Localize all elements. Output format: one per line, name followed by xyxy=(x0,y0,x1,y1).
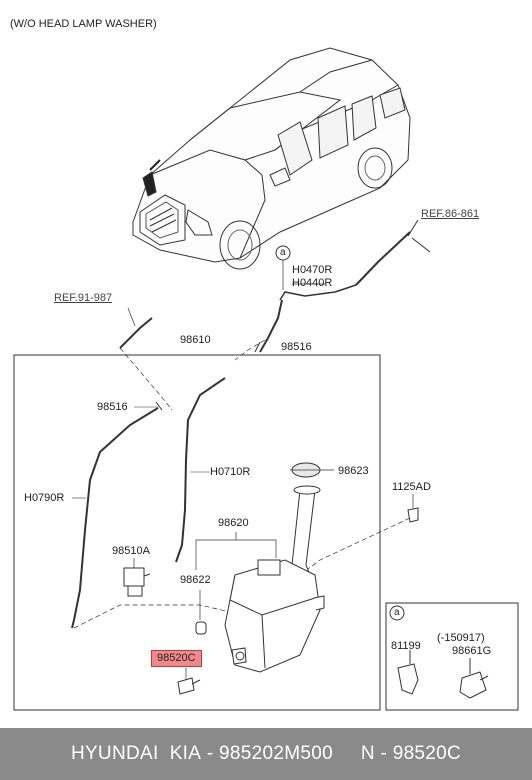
part-1125ad-label: 1125AD xyxy=(392,481,431,493)
right-hose-routing xyxy=(259,219,431,353)
part-h0710r-label: H0710R xyxy=(210,466,251,478)
footer-part-code: 98520C xyxy=(392,743,462,764)
leader-lines xyxy=(133,469,414,680)
footer-oem-number: 985202M500 xyxy=(219,743,333,764)
pump-98510a-drawing xyxy=(123,567,151,597)
inset-part-98661g-label: 98661G xyxy=(452,645,492,657)
inset-callout-label: a xyxy=(394,607,400,618)
footer-spacer xyxy=(333,743,361,765)
footer-n-label: N xyxy=(360,743,375,764)
footer-brand: HYUNDAI KIA xyxy=(70,743,202,764)
footer-separator-2: - xyxy=(374,743,393,764)
inset-frame xyxy=(385,602,519,711)
vehicle-illustration xyxy=(132,47,411,270)
washer-hoses xyxy=(71,377,411,629)
reservoir-drawing xyxy=(224,462,325,673)
footer-separator-1: - xyxy=(201,743,220,764)
header-note: (W/O HEAD LAMP WASHER) xyxy=(10,18,157,30)
parts-diagram xyxy=(13,47,519,711)
part-98623-label: 98623 xyxy=(338,465,369,477)
part-98620-label: 98620 xyxy=(218,517,249,529)
part-98516-left-label: 98516 xyxy=(97,401,128,413)
ref-right-label: REF.86-861 xyxy=(421,208,480,220)
inset-parts-drawing xyxy=(397,650,489,699)
inset-part-81199-label: 81199 xyxy=(391,640,421,652)
ref-left-label: REF.91-987 xyxy=(54,292,113,304)
part-98610-label: 98610 xyxy=(180,334,211,346)
part-h0440r-label: H0440R xyxy=(292,277,333,289)
inset-date-label: (-150917) xyxy=(437,632,485,644)
inset-callout-circle xyxy=(389,605,405,621)
left-hose-routing xyxy=(119,307,266,411)
part-98622-label: 98622 xyxy=(180,574,211,586)
part-98516-right-label: 98516 xyxy=(281,341,312,353)
assembly-frame xyxy=(13,354,381,711)
part-98520c-highlight-label[interactable]: 98520C xyxy=(151,650,202,667)
callout-a-label: a xyxy=(280,247,286,258)
part-h0790r-label: H0790R xyxy=(24,492,65,504)
part-h0470r-label: H0470R xyxy=(292,264,333,276)
part-number-footer: HYUNDAI KIA - 985202M500 N - 98520C xyxy=(0,728,532,780)
part-98510a-label: 98510A xyxy=(112,545,150,557)
hardware-items xyxy=(155,341,419,695)
